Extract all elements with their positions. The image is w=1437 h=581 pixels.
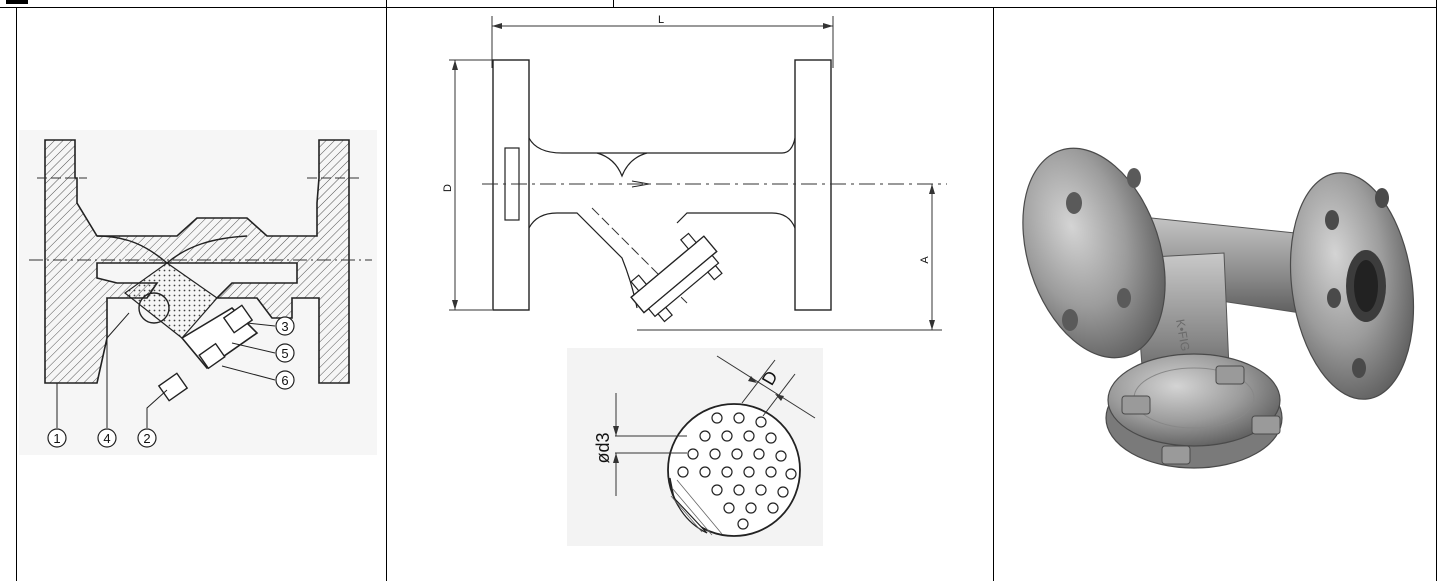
diameter-label: D [442,184,454,192]
screen-mesh [124,262,218,339]
svg-text:1: 1 [53,431,60,446]
table-row-divider [0,7,1437,8]
svg-text:3: 3 [281,319,288,334]
table-header-divider [613,0,614,8]
part-balloon-2: 2 [137,428,157,448]
outlet-flange [794,59,832,311]
header-text-fragment [6,0,28,4]
part-balloon-4: 4 [97,428,117,448]
cover-photo [1105,353,1283,469]
dimension-drawing-cell: L D [387,8,993,581]
cover-bolt [222,304,254,334]
screen-detail: ød3 D [593,355,816,537]
section-view-drawing: 1 4 2 3 5 6 [19,130,377,455]
table-column-divider-1 [386,0,387,581]
svg-text:6: 6 [281,373,288,388]
product-photo: K•FIG [1022,147,1415,469]
table-header-remnant [0,0,1437,8]
height-label: A [919,256,931,264]
svg-text:4: 4 [103,431,110,446]
cover-bolts [1121,365,1281,465]
dimension-drawing: L D [442,14,947,546]
table-column-divider-2 [993,7,994,581]
strainer-cover [630,232,723,323]
part-balloon-5: 5 [275,343,295,363]
svg-text:2: 2 [143,431,150,446]
section-view-cell: 1 4 2 3 5 6 [17,8,386,581]
cast-marking: K•FIG [1173,318,1192,352]
part-balloon-3: 3 [275,316,295,336]
inlet-flange-photo [1022,147,1166,359]
part-balloon-1: 1 [47,428,67,448]
part-balloon-6: 6 [275,370,295,390]
outlet-flange-photo [1289,172,1415,400]
svg-text:5: 5 [281,346,288,361]
screen-perforations [677,412,797,530]
product-photo-cell: K•FIG [994,8,1436,581]
table-left-border [16,7,17,581]
length-label: L [658,14,664,26]
hole-diameter-label: ød3 [593,432,613,463]
